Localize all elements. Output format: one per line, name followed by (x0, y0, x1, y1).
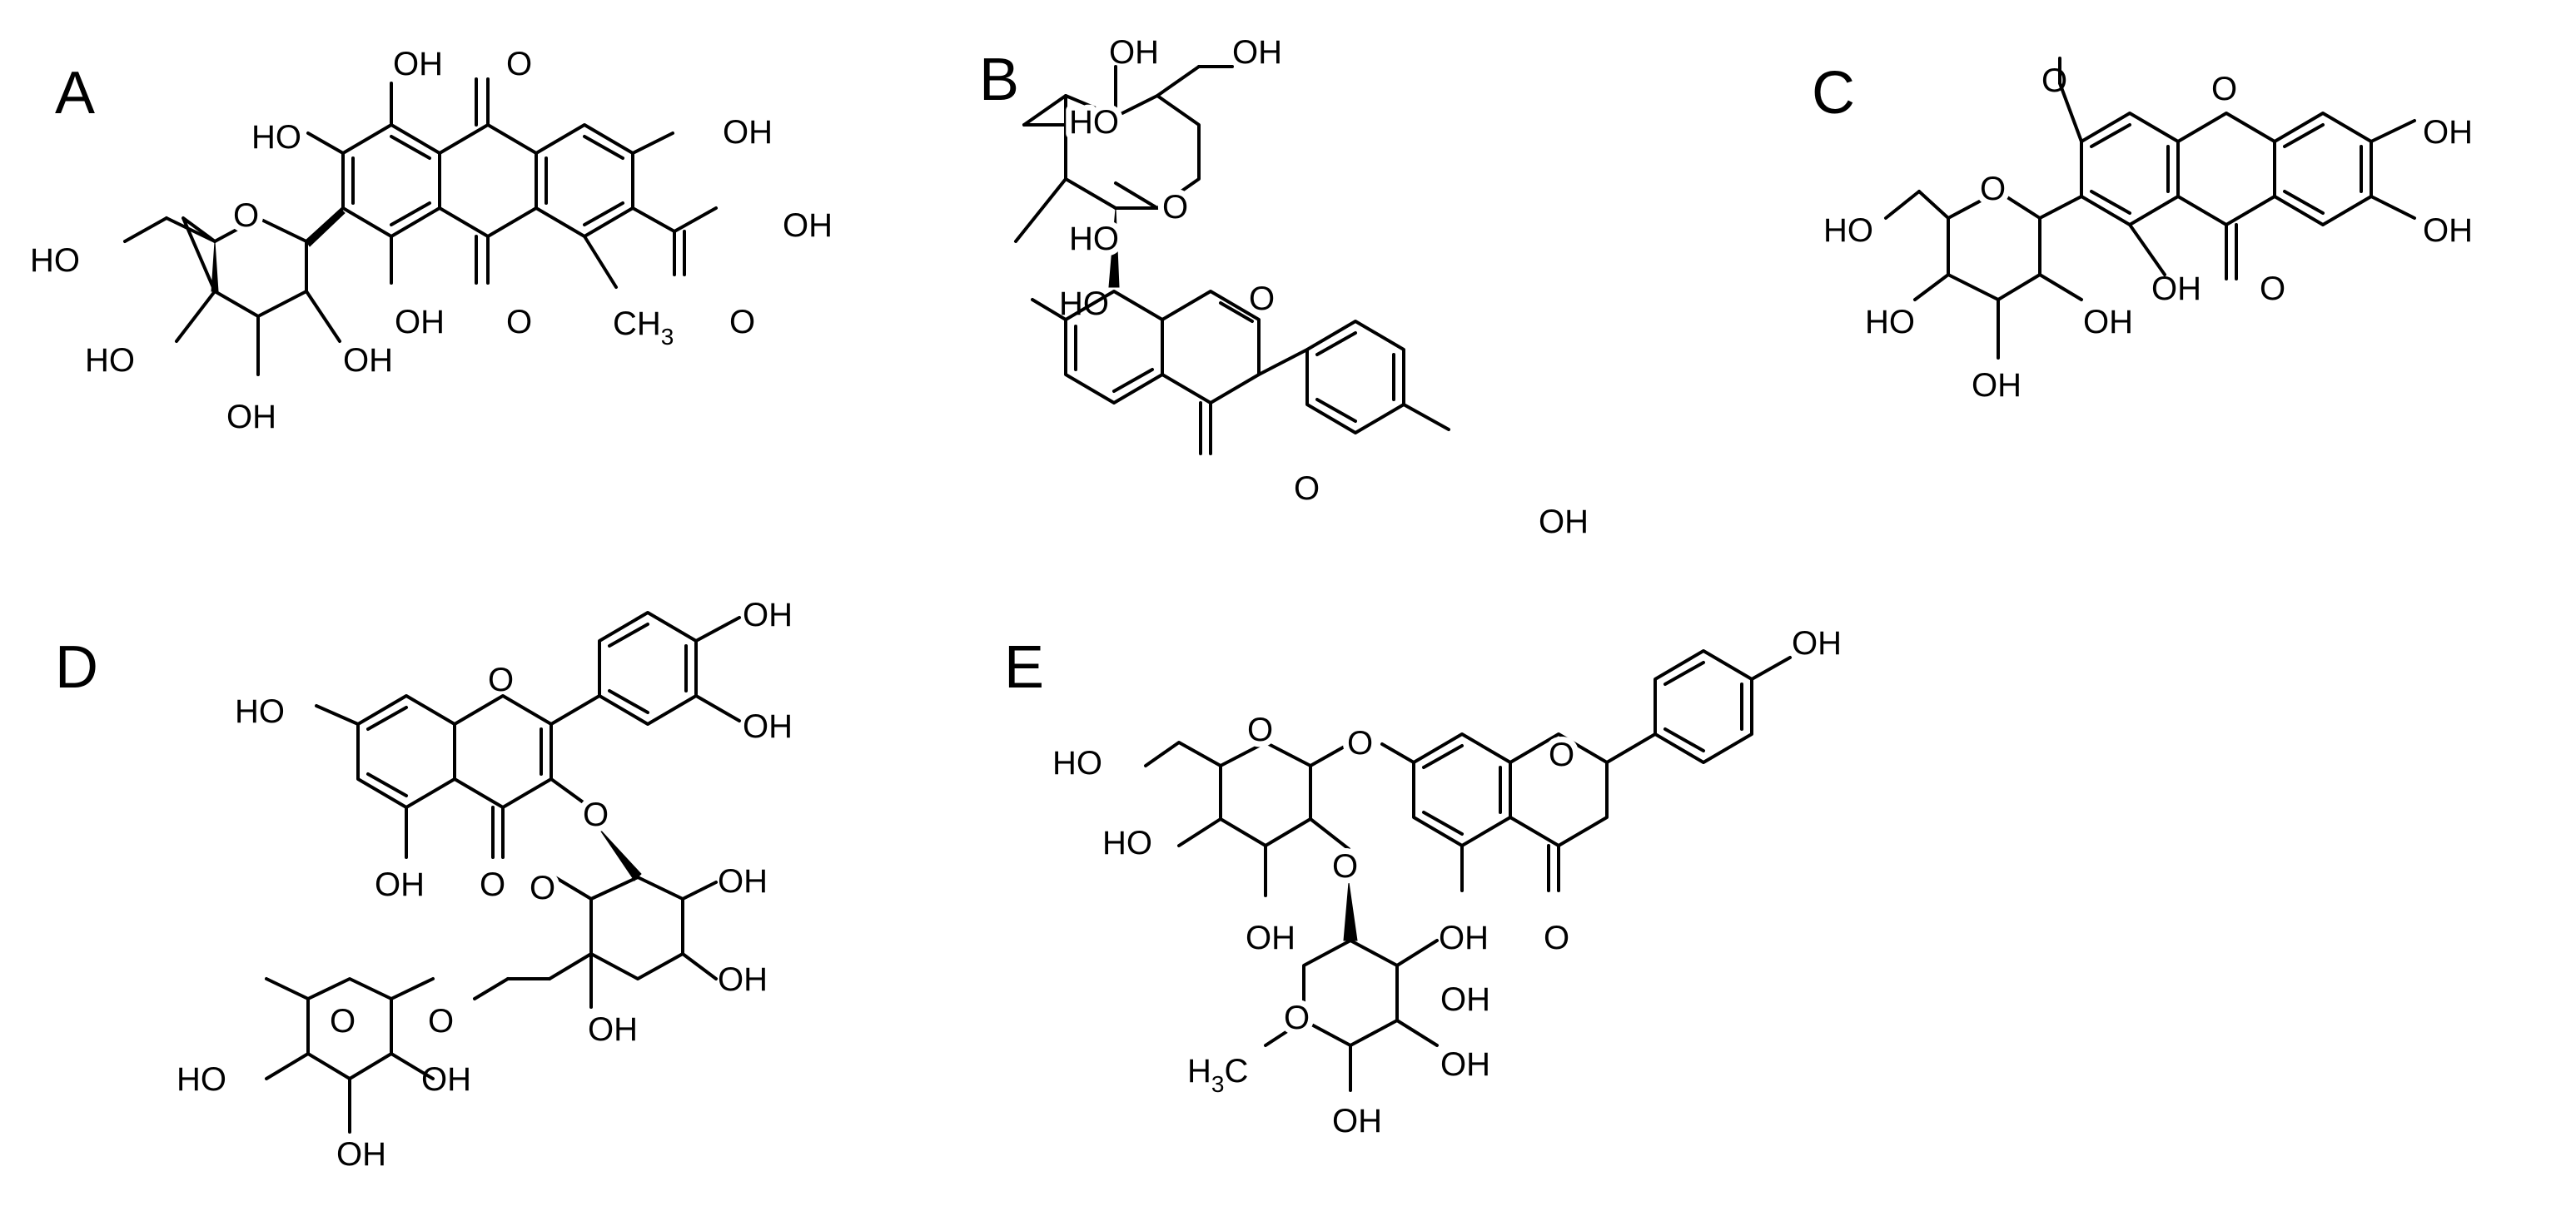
label-b-ho-mid: HO (1069, 221, 1119, 257)
structure-a: HO OH O OH O OH O CH3 OH O HO HO OH OH (30, 46, 833, 435)
label-d-o-glc: O (530, 870, 555, 906)
label-d-oh-rha2: OH (336, 1136, 386, 1173)
label-e-o-rha: O (1284, 1000, 1310, 1036)
label-a-oh-sugar2: OH (226, 399, 276, 435)
label-c-o-keto: O (2260, 271, 2285, 307)
label-b-oh-phenyl: OH (1539, 504, 1589, 540)
label-b-o-chrom: O (1249, 280, 1275, 317)
label-e-o-keto: O (1544, 920, 1569, 956)
label-d-o-keto: O (480, 866, 505, 903)
label-b-oh-top1: OH (1109, 34, 1159, 71)
label-a-oh-mid: OH (395, 304, 445, 340)
label-e-oh-rha2: OH (1440, 1046, 1490, 1083)
label-d-oh-g3: OH (588, 1011, 638, 1048)
label-a-o-acid: O (729, 304, 755, 340)
label-d-oh-g1: OH (718, 863, 768, 900)
label-d-ho-left: HO (235, 693, 285, 730)
label-c-o-xan: O (2211, 71, 2237, 107)
label-a-ho-ring: HO (85, 342, 135, 379)
label-d-o-chrom: O (488, 662, 514, 698)
label-c-oh-sugar1: OH (2083, 304, 2133, 340)
label-d-o-link: O (583, 797, 609, 833)
label-a-oh-right: OH (723, 114, 773, 151)
ring-a2 (438, 123, 538, 238)
label-e-oh-5: OH (1439, 920, 1489, 956)
label-a-ho-left: HO (30, 242, 80, 279)
structure-e: OH HO O O O HO O OH OH O O OH OH H3C OH (1052, 625, 1842, 1139)
label-b-o-ring: O (1162, 189, 1188, 226)
label-c-ho-sugar: HO (1865, 304, 1915, 340)
label-c-oh-sugar2: OH (1972, 367, 2022, 404)
label-d-ho-rha: HO (177, 1061, 226, 1098)
structure-d: OH OH HO O O OH O O OH O O OH OH HO OH O… (177, 597, 793, 1173)
label-b-ho-left: HO (1069, 104, 1119, 141)
panel-letter-d: D (55, 634, 98, 701)
label-c-oh-mid: OH (2151, 271, 2201, 307)
label-a-o-bottom: O (506, 304, 532, 340)
label-d-oh-5: OH (375, 866, 425, 903)
label-e-oh-rha1: OH (1440, 981, 1490, 1018)
label-c-o-ring: O (1980, 171, 2006, 207)
panel-letter-b: B (979, 47, 1020, 113)
label-d-oh-cat2: OH (743, 708, 793, 745)
label-a-ho1: HO (251, 119, 301, 156)
panel-letter-a: A (55, 60, 96, 127)
label-d-o-rha: O (330, 1003, 356, 1040)
label-a-o-top: O (506, 46, 532, 82)
label-a-oh-acid: OH (783, 207, 833, 244)
label-d-oh-rha1: OH (421, 1061, 471, 1098)
label-c-ho-left: HO (1823, 212, 1873, 249)
label-e-o-chrom: O (1549, 737, 1574, 773)
ring-a1 (341, 123, 441, 238)
label-e-ho-glc: HO (1102, 825, 1152, 861)
label-e-oh-glc: OH (1246, 920, 1295, 956)
label-d-o-bridge: O (428, 1003, 454, 1040)
label-e-ho-left: HO (1052, 745, 1102, 782)
label-e-o-link: O (1347, 725, 1373, 762)
label-d-oh-g2: OH (718, 961, 768, 998)
label-a-o-ring: O (233, 197, 259, 234)
label-a-ch3: CH3 (613, 305, 674, 350)
label-e-h3c: H3C (1187, 1053, 1248, 1097)
label-d-oh-cat1: OH (743, 597, 793, 633)
label-b-o-keto: O (1294, 470, 1320, 507)
structure-b: OH OH HO HO O HO O O OH (1014, 34, 1589, 540)
label-a-oh-top: OH (393, 46, 443, 82)
panel-letter-e: E (1004, 634, 1045, 701)
label-b-ho-chrom: HO (1059, 285, 1109, 322)
label-e-oh-phenyl: OH (1792, 625, 1842, 662)
ring-a3 (535, 123, 634, 238)
panel-letter-c: C (1812, 60, 1855, 127)
label-c-oh-r1: OH (2423, 114, 2473, 151)
label-e-oh-rha3: OH (1332, 1103, 1382, 1139)
structure-c: O O OH OH HO O OH O HO OH OH (1823, 57, 2473, 404)
label-e-o-glc: O (1247, 712, 1273, 748)
label-e-o-rha-link: O (1332, 848, 1358, 885)
label-c-oh-r2: OH (2423, 212, 2473, 249)
sugar-a (182, 206, 345, 318)
label-b-oh-top2: OH (1232, 34, 1282, 71)
label-c-o-methoxy: O (2041, 62, 2067, 99)
label-a-oh-sugar1: OH (343, 342, 393, 379)
